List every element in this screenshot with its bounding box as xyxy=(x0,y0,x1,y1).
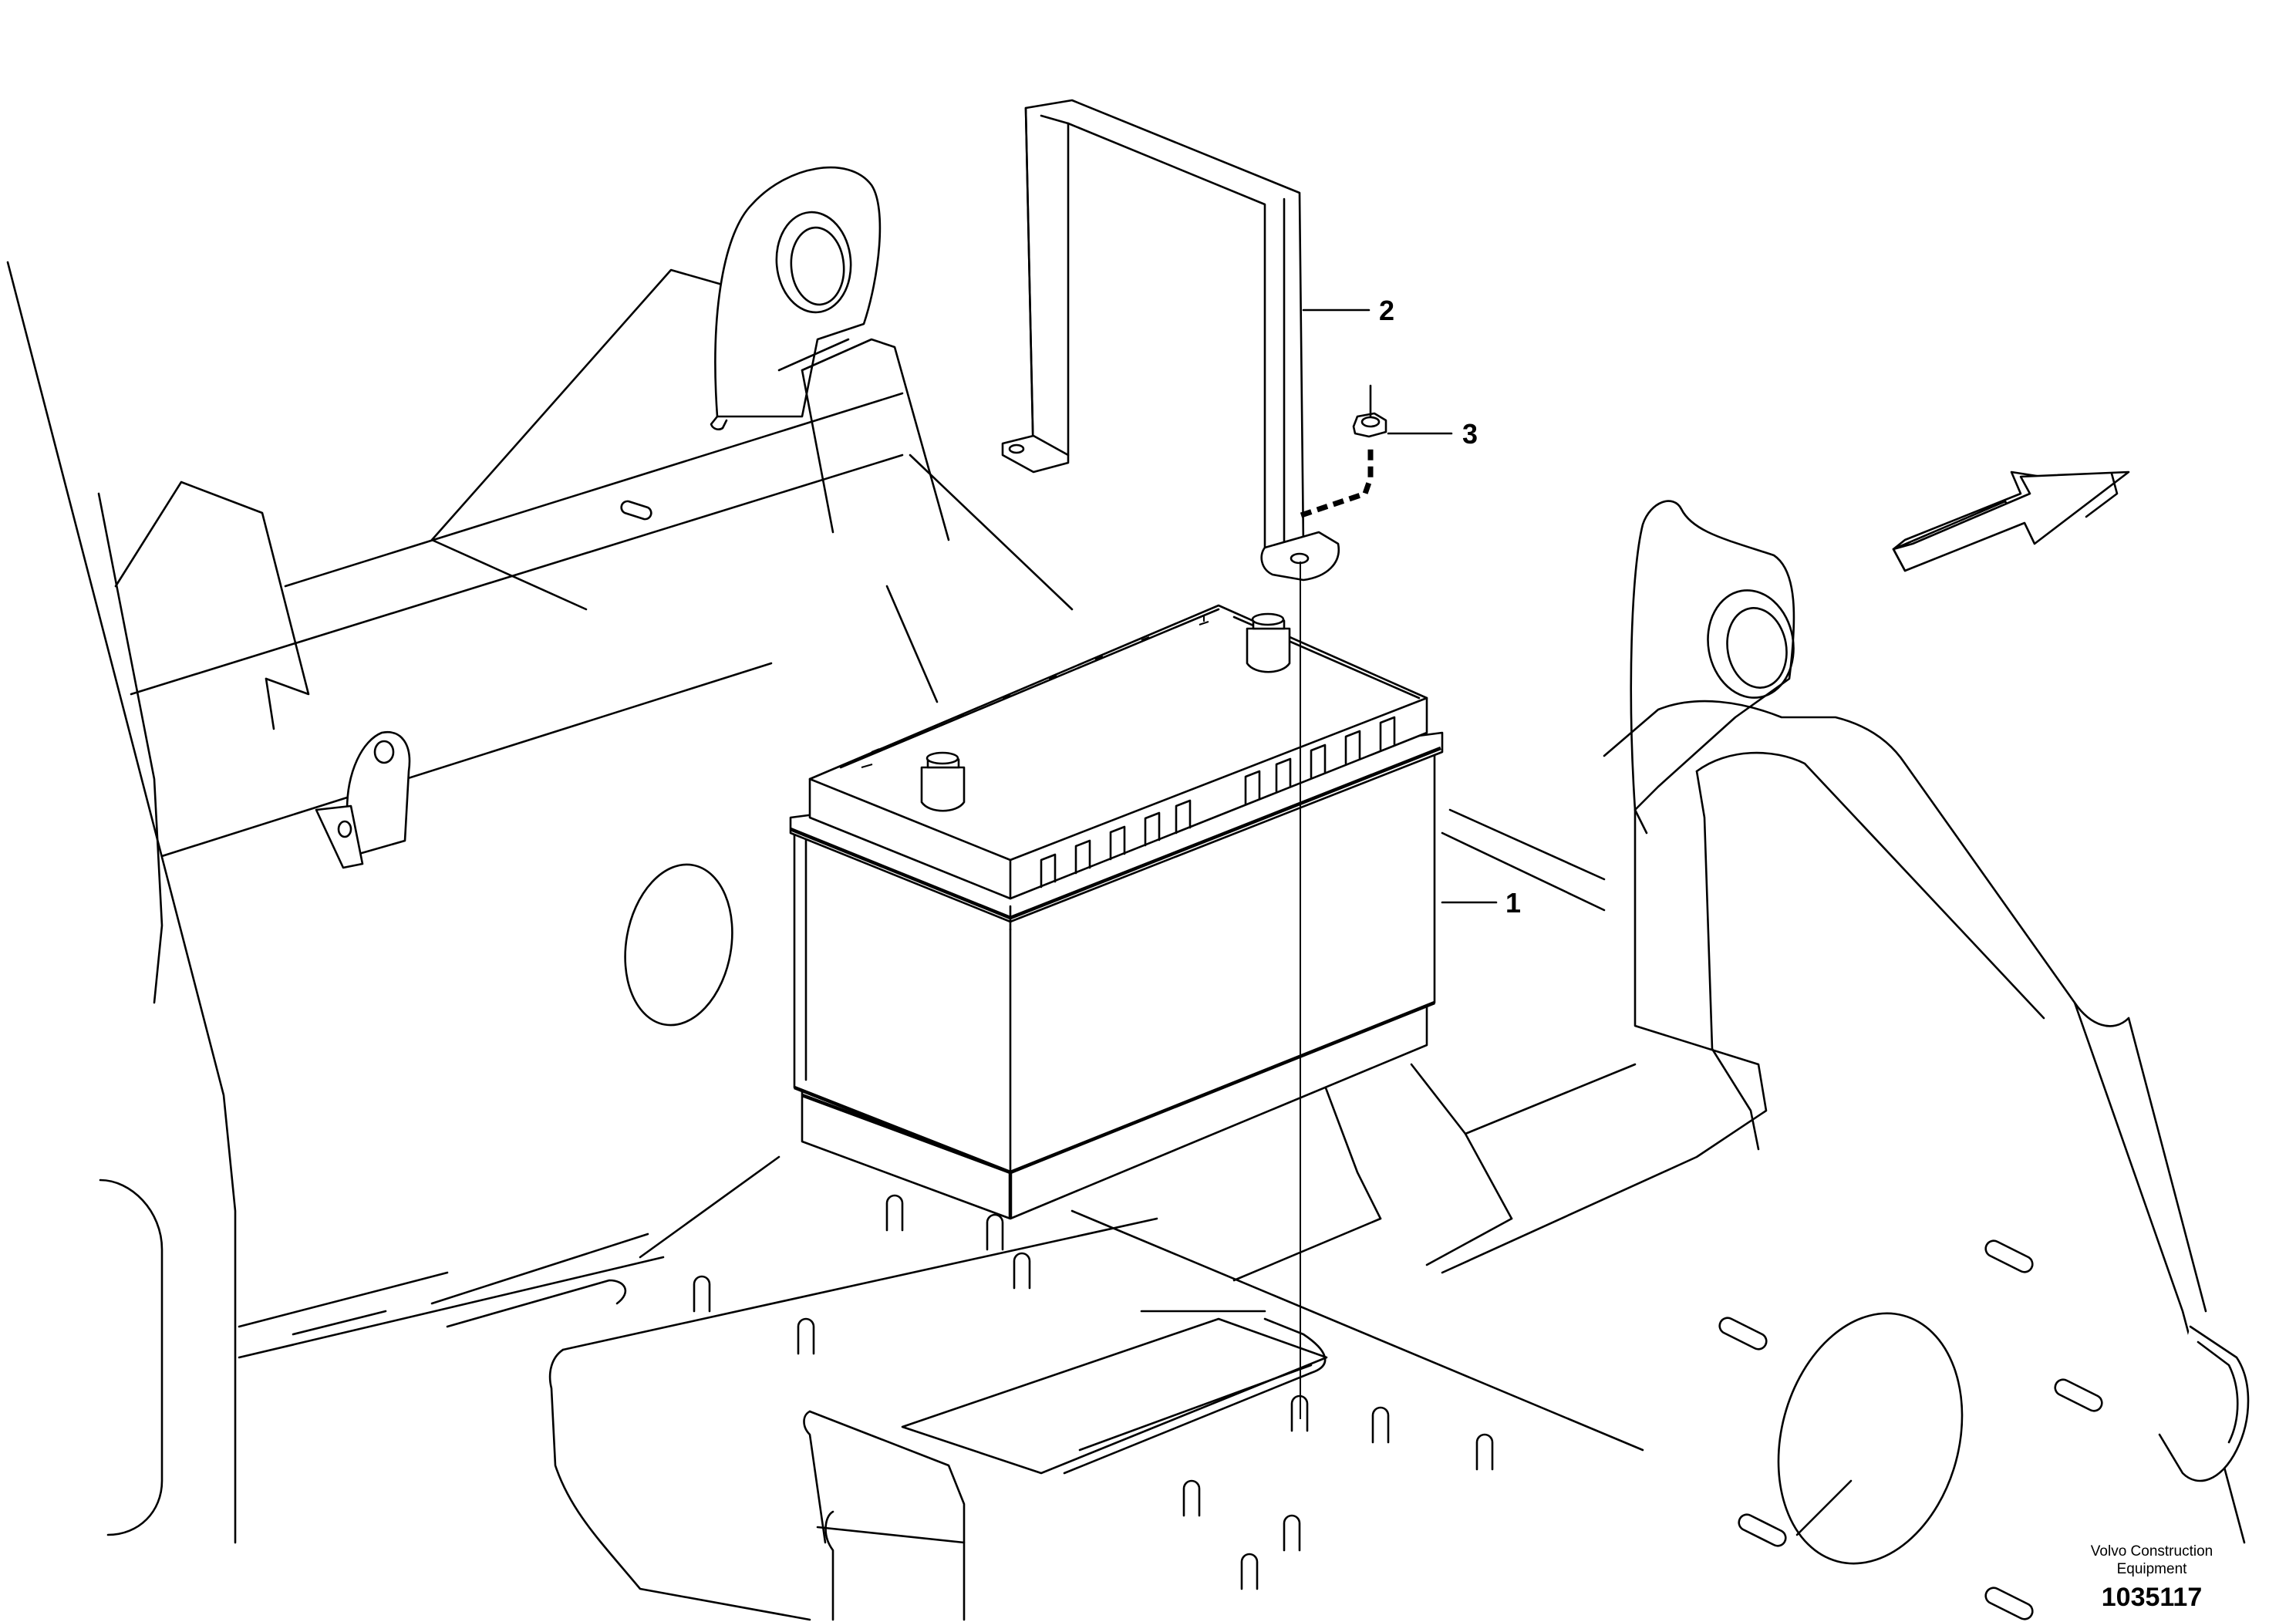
forward-direction-arrow-icon xyxy=(1892,470,2130,572)
battery-terminal-negative xyxy=(920,751,966,812)
manufacturer-label-line2: Equipment xyxy=(2116,1561,2187,1577)
callout-2-number: 2 xyxy=(1379,295,1394,326)
callout-3-number: 3 xyxy=(1462,418,1478,450)
manufacturer-label: Volvo Construction Equipment xyxy=(2036,1543,2267,1578)
callout-2: 2 xyxy=(1302,295,1394,326)
battery xyxy=(789,604,1444,1220)
assembly-dashed-line xyxy=(1300,447,1374,518)
callout-1: 1 xyxy=(1441,887,1521,919)
callout-3: 3 xyxy=(1387,418,1478,450)
callout-1-number: 1 xyxy=(1505,887,1521,919)
battery-terminal-positive xyxy=(1246,612,1291,673)
machine-frame xyxy=(6,166,2250,1621)
nut xyxy=(1352,384,1387,438)
manufacturer-label-line1: Volvo Construction xyxy=(2090,1543,2213,1560)
drawing-number: 1035117 xyxy=(2101,1583,2203,1612)
battery-hold-down-bracket xyxy=(1001,99,1340,582)
